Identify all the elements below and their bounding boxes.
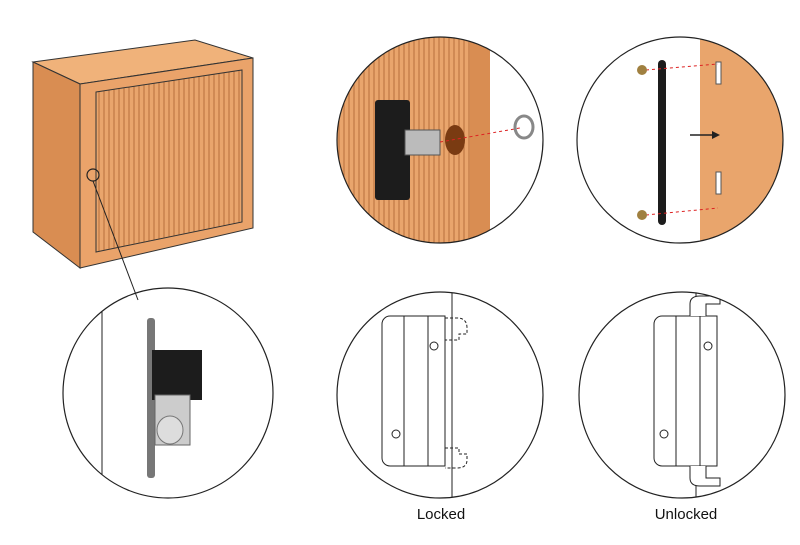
- detail-bracket-mounting: [576, 36, 784, 244]
- locked-label: Locked: [416, 506, 466, 523]
- cabinet-illustration: [31, 39, 254, 301]
- callout-line: [92, 180, 139, 301]
- diagram-unlocked-state: [578, 291, 786, 499]
- unlocked-label: Unlocked: [654, 506, 718, 523]
- detail-mounted-lock: [62, 287, 274, 499]
- detail-lock-insertion: [336, 36, 544, 244]
- diagram-locked-state: [336, 291, 544, 499]
